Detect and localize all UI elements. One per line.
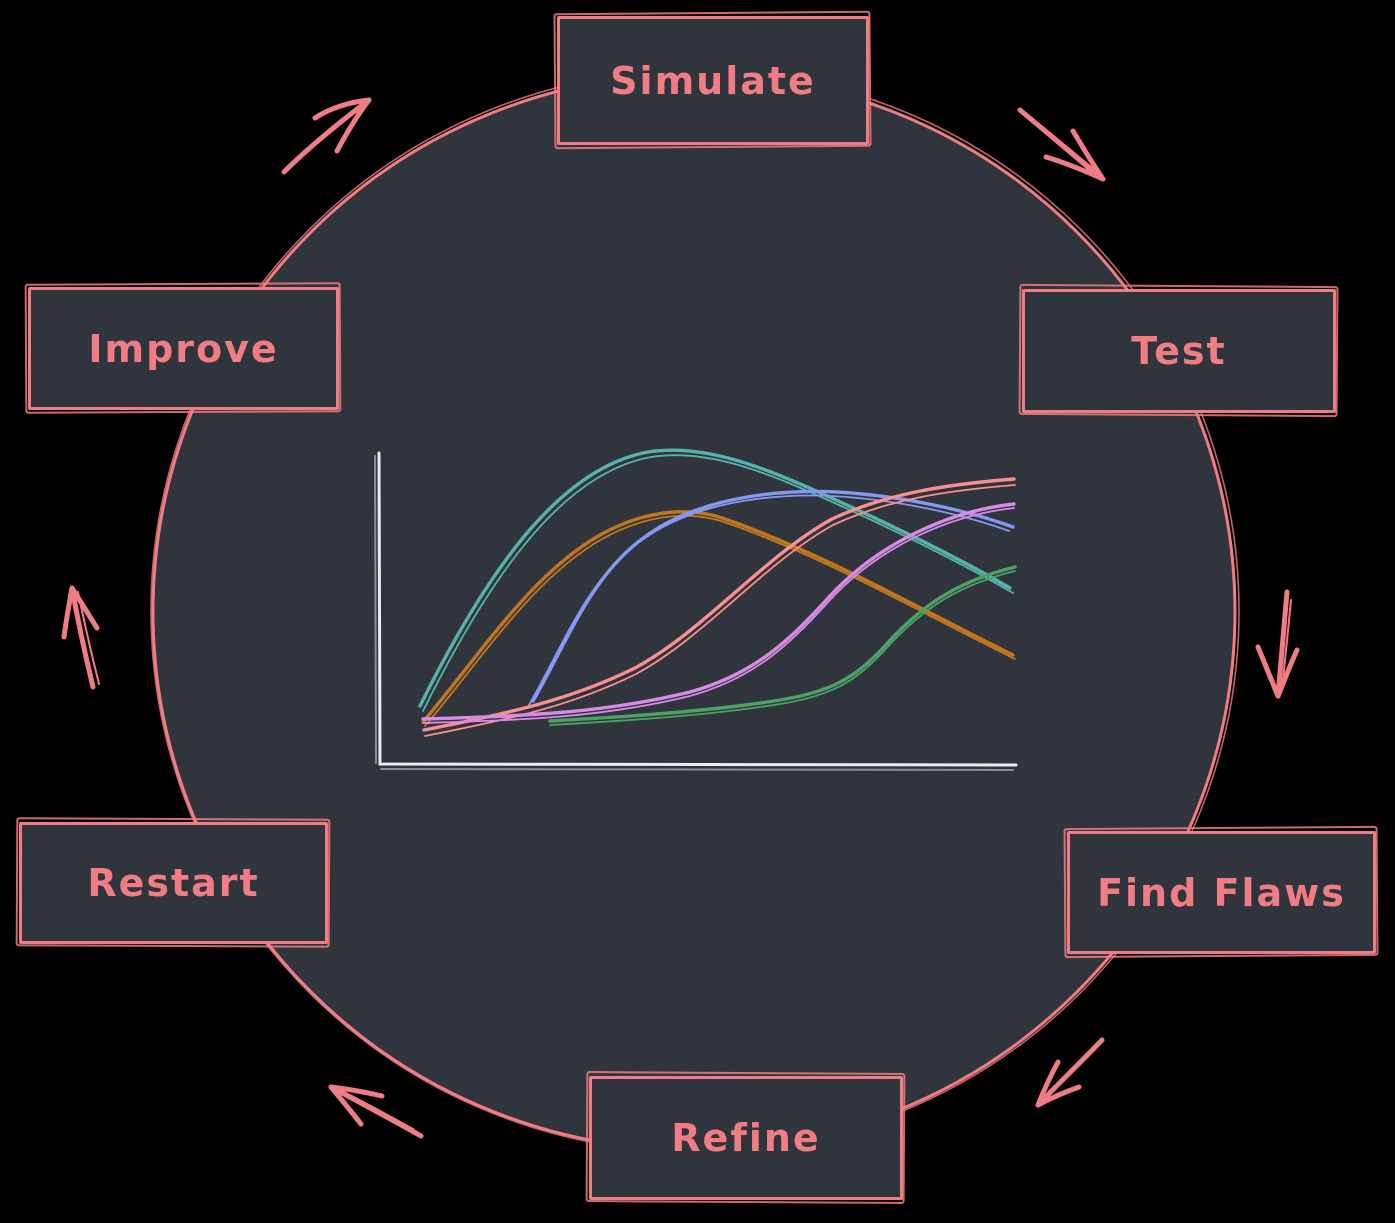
arrow-simulate-to-test xyxy=(1017,107,1106,182)
curve-pink xyxy=(422,477,1016,737)
node-simulate: Simulate xyxy=(557,16,869,145)
arrow-find-flaws-to-refine xyxy=(1035,1037,1105,1108)
curve-blue xyxy=(528,489,1015,706)
node-restart-label: Restart xyxy=(87,861,260,905)
chart-curves xyxy=(418,448,1017,737)
node-find-flaws-label: Find Flaws xyxy=(1097,870,1346,915)
node-improve: Improve xyxy=(28,287,339,410)
node-find-flaws: Find Flaws xyxy=(1067,831,1376,954)
arrow-test-to-find-flaws xyxy=(1255,589,1300,699)
node-refine: Refine xyxy=(589,1076,903,1200)
node-test-label: Test xyxy=(1131,329,1227,373)
node-test: Test xyxy=(1022,289,1336,413)
arrow-improve-to-simulate xyxy=(281,97,372,175)
node-improve-label: Improve xyxy=(88,326,279,371)
curve-teal xyxy=(418,448,1014,712)
curve-green xyxy=(548,565,1017,726)
cycle-arrows xyxy=(61,97,1300,1139)
arrow-restart-to-improve xyxy=(61,585,100,690)
arrow-refine-to-restart xyxy=(328,1084,424,1139)
node-simulate-label: Simulate xyxy=(610,58,816,103)
cycle-circle xyxy=(150,69,1240,1153)
chart-axes xyxy=(374,451,1018,771)
curve-violet xyxy=(421,502,1016,724)
node-restart: Restart xyxy=(19,822,328,944)
node-refine-label: Refine xyxy=(671,1116,821,1160)
